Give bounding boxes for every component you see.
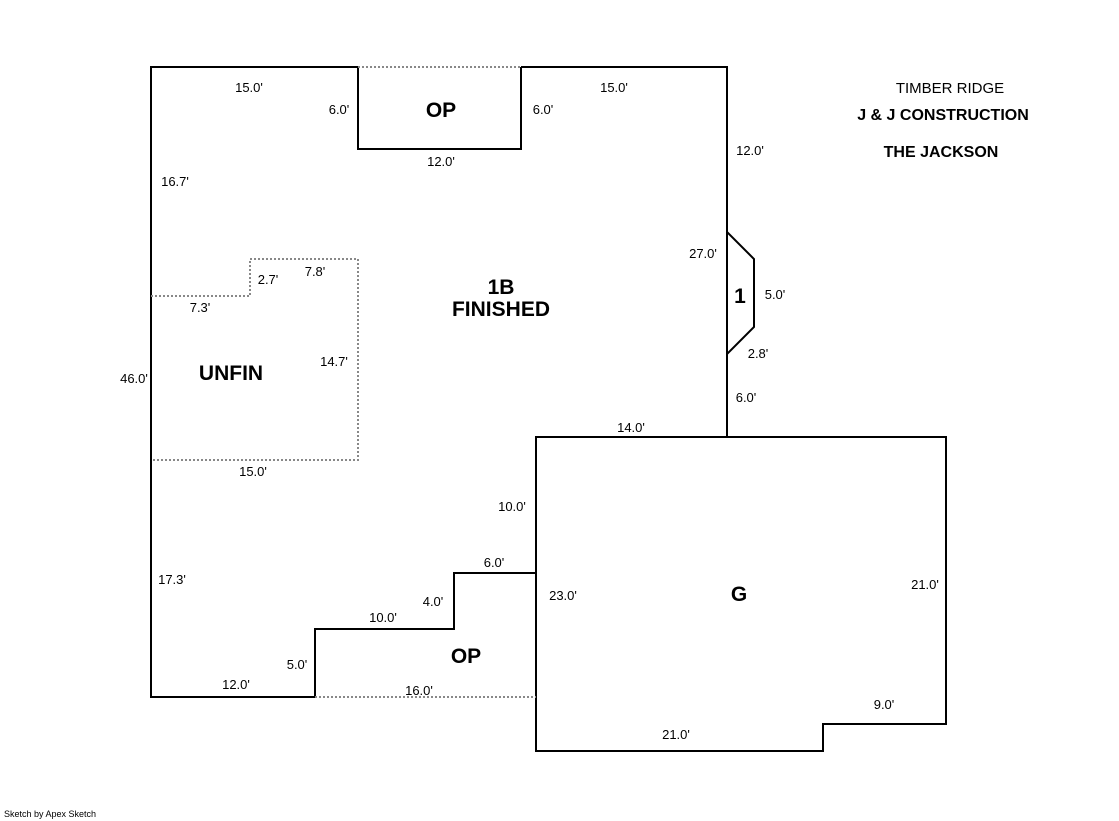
dim: 14.7'	[320, 354, 348, 369]
area-label-op-bottom: OP	[451, 645, 481, 668]
dim: 5.0'	[765, 287, 786, 302]
area-label-1b: 1B	[488, 276, 515, 299]
dim: 15.0'	[235, 80, 263, 95]
footer-credit: Sketch by Apex Sketch	[4, 809, 97, 819]
dim: 15.0'	[239, 464, 267, 479]
dim: 46.0'	[120, 371, 148, 386]
dim: 21.0'	[662, 727, 690, 742]
dim: 2.7'	[258, 272, 279, 287]
dim: 7.3'	[190, 300, 211, 315]
model-title: THE JACKSON	[883, 144, 999, 161]
dim: 17.3'	[158, 572, 186, 587]
area-label-bay: 1	[734, 285, 746, 308]
dim: 6.0'	[329, 102, 350, 117]
area-label-op-top: OP	[426, 99, 456, 122]
main-outline	[150, 66, 536, 698]
garage-outline	[535, 436, 947, 752]
dim: 10.0'	[498, 499, 526, 514]
dim: 6.0'	[736, 390, 757, 405]
dim: 12.0'	[427, 154, 455, 169]
dim: 15.0'	[600, 80, 628, 95]
dimension-labels: 15.0' 6.0' 6.0' 12.0' 15.0' 12.0' 27.0' …	[120, 80, 939, 742]
dim: 23.0'	[549, 588, 577, 603]
dim: 9.0'	[874, 697, 895, 712]
dim: 21.0'	[911, 577, 939, 592]
dim: 5.0'	[287, 657, 308, 672]
area-label-finished: FINISHED	[452, 298, 550, 321]
builder-title: J & J CONSTRUCTION	[857, 107, 1029, 124]
dim: 6.0'	[533, 102, 554, 117]
dim: 14.0'	[617, 420, 645, 435]
area-label-unfin: UNFIN	[199, 362, 263, 385]
dim: 16.0'	[405, 683, 433, 698]
area-label-garage: G	[731, 583, 747, 606]
dim: 4.0'	[423, 594, 444, 609]
unfin-outline	[151, 258, 359, 461]
dim: 12.0'	[736, 143, 764, 158]
subdivision-title: TIMBER RIDGE	[895, 80, 1005, 97]
op-top-outline	[357, 67, 522, 150]
dim: 7.8'	[305, 264, 326, 279]
dim: 12.0'	[222, 677, 250, 692]
dim: 16.7'	[161, 174, 189, 189]
dim: 10.0'	[369, 610, 397, 625]
main-outline-right	[521, 66, 755, 437]
dim: 27.0'	[689, 246, 717, 261]
dim: 6.0'	[484, 555, 505, 570]
dim: 2.8'	[748, 346, 769, 361]
